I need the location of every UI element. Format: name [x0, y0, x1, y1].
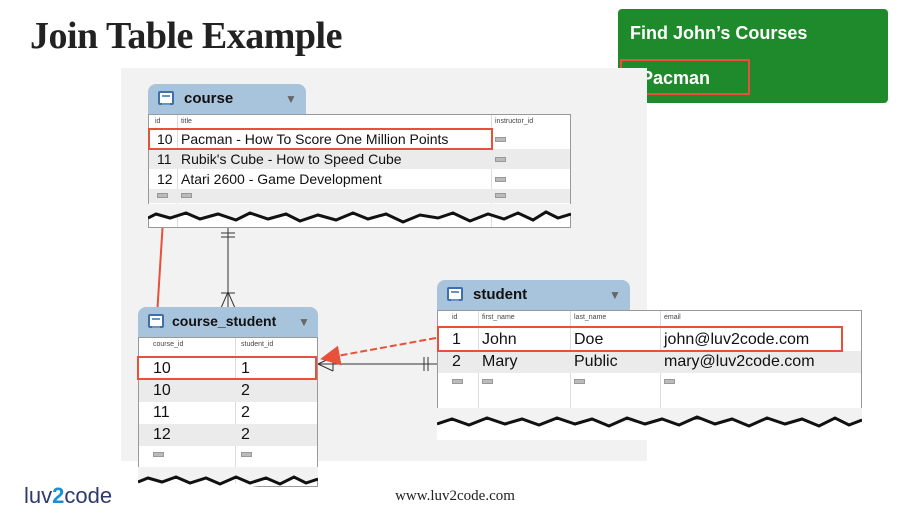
table-icon [447, 287, 463, 301]
torn-edge [437, 408, 862, 440]
null-badge [495, 177, 506, 182]
course-header-row: id title instructor_id [149, 115, 570, 129]
table-icon [158, 91, 174, 105]
column-header: student_id [241, 341, 274, 348]
table-row[interactable]: 12 Atari 2600 - Game Development [149, 169, 570, 189]
student-table: student ▼ id first_name last_name email … [437, 280, 862, 440]
dropdown-triangle-icon[interactable]: ▼ [298, 315, 310, 329]
dropdown-triangle-icon[interactable]: ▼ [609, 288, 621, 302]
student-table-tab[interactable]: student ▼ [437, 280, 630, 310]
last-name-cell: Doe [574, 331, 604, 348]
table-row[interactable]: 10 1 [139, 358, 317, 380]
null-badge [495, 137, 506, 142]
slide-title: Join Table Example [30, 15, 342, 57]
table-row[interactable]: 10 2 [139, 380, 317, 402]
student-id-cell: 2 [241, 426, 250, 443]
callout-header: Find John’s Courses [630, 23, 808, 43]
student-id-cell: 1 [452, 331, 461, 348]
student-grid: id first_name last_name email 1 John Doe… [437, 310, 862, 420]
red-arrow-to-join [320, 337, 437, 366]
table-row[interactable]: 10 Pacman - How To Score One Million Poi… [149, 129, 570, 149]
course-id-cell: 10 [153, 382, 171, 399]
table-row-empty[interactable] [438, 373, 861, 389]
student-id-cell: 1 [241, 360, 250, 377]
student-id-cell: 2 [241, 404, 250, 421]
first-name-cell: Mary [482, 353, 518, 370]
course-id-cell: 10 [153, 360, 171, 377]
course-id-cell: 11 [157, 151, 172, 167]
course-table: course ▼ id title instructor_id 10 Pacma… [148, 84, 571, 234]
course-id-cell: 12 [153, 426, 171, 443]
column-header: instructor_id [495, 118, 534, 125]
course-student-table: course_student ▼ course_id student_id 10… [138, 307, 318, 497]
table-row[interactable]: 1 John Doe john@luv2code.com [438, 329, 861, 351]
course-table-tab[interactable]: course ▼ [148, 84, 306, 114]
table-row-empty[interactable] [149, 189, 570, 203]
course-id-cell: 10 [157, 131, 173, 147]
course-title-cell: Atari 2600 - Game Development [181, 171, 382, 187]
column-header: id [452, 314, 458, 321]
column-header: id [155, 118, 161, 125]
course-student-table-name: course_student [172, 313, 277, 329]
last-name-cell: Public [574, 353, 618, 370]
column-header: first_name [482, 314, 515, 321]
email-cell: mary@luv2code.com [664, 353, 815, 370]
table-row[interactable]: 2 Mary Public mary@luv2code.com [438, 351, 861, 373]
course-table-name: course [184, 90, 234, 107]
student-id-cell: 2 [241, 382, 250, 399]
course-title-cell: Pacman - How To Score One Million Points [181, 131, 449, 147]
table-icon [148, 314, 164, 328]
course-student-grid: course_id student_id 10 1 10 2 11 2 12 2 [138, 337, 318, 487]
callout-box: Find John’s Courses - Pacman [618, 9, 888, 103]
course-id-cell: 11 [153, 404, 170, 421]
email-cell: john@luv2code.com [664, 331, 810, 348]
course-student-header-row: course_id student_id [139, 338, 317, 352]
column-header: last_name [574, 314, 607, 321]
first-name-cell: John [482, 331, 517, 348]
table-row[interactable]: 11 2 [139, 402, 317, 424]
torn-edge [138, 467, 318, 497]
student-table-name: student [473, 286, 528, 303]
torn-edge [148, 204, 571, 224]
dropdown-triangle-icon[interactable]: ▼ [285, 92, 297, 106]
column-header: title [181, 118, 192, 125]
footer-url: www.luv2code.com [395, 488, 515, 504]
null-badge [495, 157, 506, 162]
column-header: course_id [153, 341, 184, 348]
student-row-highlight [437, 326, 843, 352]
course-student-row-highlight [137, 356, 317, 380]
course-student-table-tab[interactable]: course_student ▼ [138, 307, 318, 337]
course-row-highlight [148, 128, 493, 150]
course-title-cell: Rubik's Cube - How to Speed Cube [181, 151, 402, 167]
table-row-empty[interactable] [139, 446, 317, 462]
table-row[interactable]: 12 2 [139, 424, 317, 446]
student-header-row: id first_name last_name email [438, 311, 861, 325]
column-header: email [664, 314, 681, 321]
student-id-cell: 2 [452, 353, 461, 370]
course-id-cell: 12 [157, 171, 173, 187]
table-row[interactable]: 11 Rubik's Cube - How to Speed Cube [149, 149, 570, 169]
luv2code-logo: luv2code [24, 483, 113, 508]
